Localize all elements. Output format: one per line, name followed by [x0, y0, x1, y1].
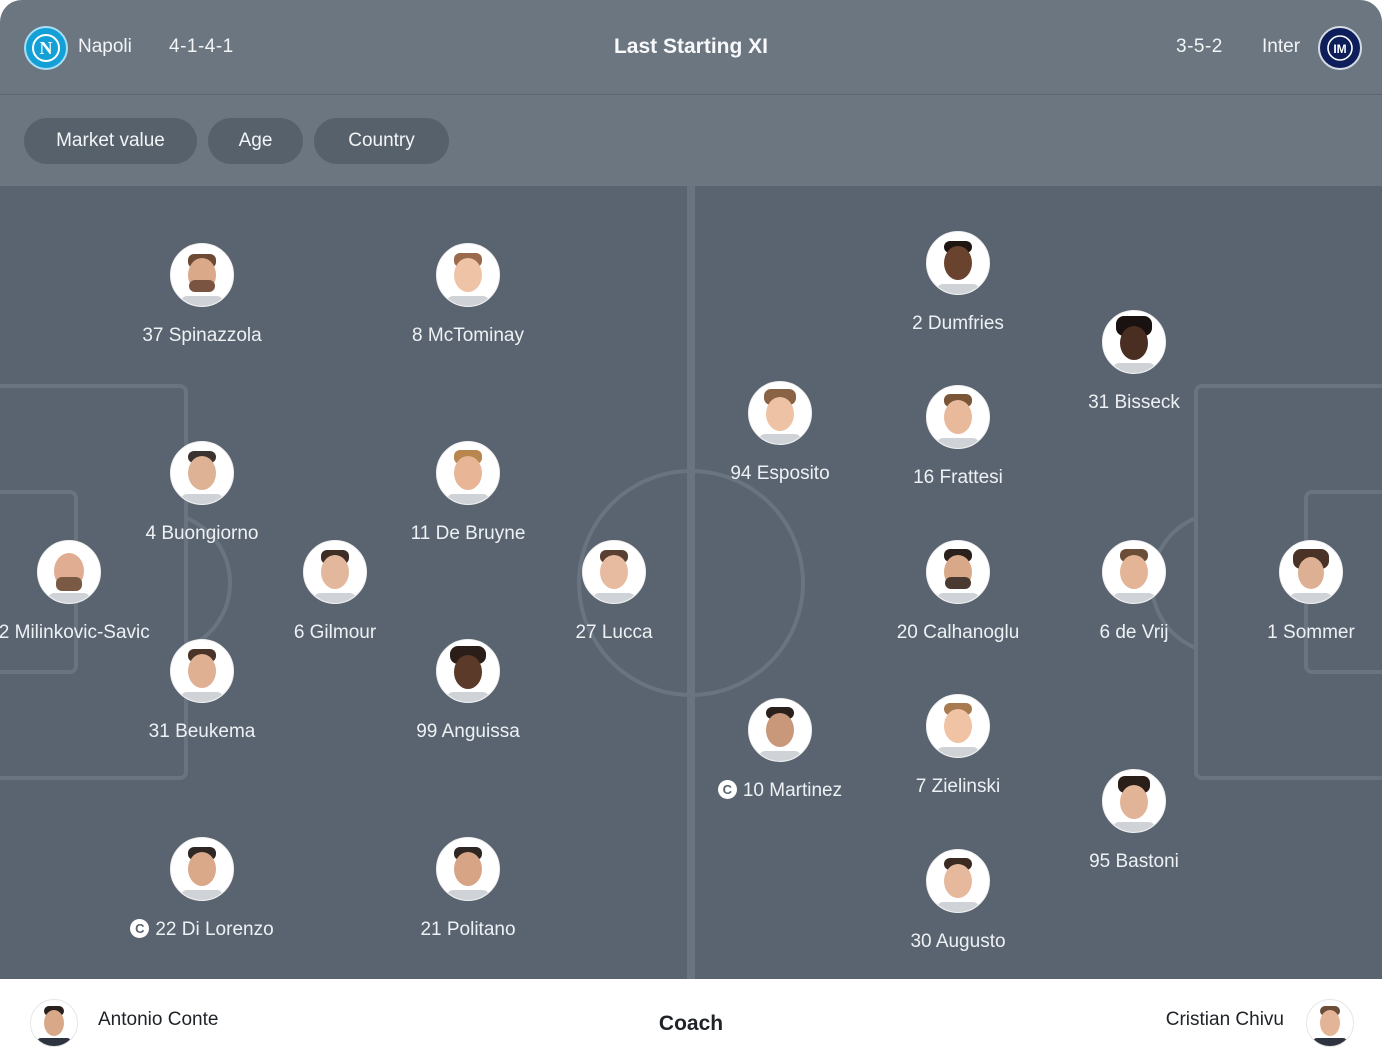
away-coach-avatar[interactable]	[1306, 999, 1354, 1047]
player-label: 4 Buongiorno	[145, 523, 259, 544]
svg-text:IM: IM	[1333, 42, 1346, 56]
player-photo	[582, 540, 646, 604]
captain-badge-icon: C	[130, 919, 150, 938]
player-spinazzola[interactable]: 37 Spinazzola	[117, 243, 287, 347]
pitch: 37 Spinazzola 8 McTominay 4 Buongiorno 1…	[0, 186, 1382, 979]
home-formation: 4-1-4-1	[169, 36, 234, 57]
player-label: 95 Bastoni	[1089, 851, 1179, 872]
player-esposito[interactable]: 94 Esposito	[695, 381, 865, 485]
player-label: 32 Milinkovic-Savic	[0, 622, 150, 643]
player-photo	[1102, 540, 1166, 604]
player-mctominay[interactable]: 8 McTominay	[383, 243, 553, 347]
player-label: 11 De Bruyne	[410, 523, 526, 544]
player-photo	[748, 698, 812, 762]
player-label: C 10 Martinez	[695, 779, 865, 802]
player-photo	[303, 540, 367, 604]
lineup-title: Last Starting XI	[613, 35, 769, 58]
away-coach-name[interactable]: Cristian Chivu	[1165, 1009, 1284, 1030]
home-coach-name[interactable]: Antonio Conte	[98, 1009, 219, 1030]
player-label-text: 22 Di Lorenzo	[155, 919, 274, 940]
player-label: 6 Gilmour	[293, 622, 377, 643]
player-di-lorenzo[interactable]: C 22 Di Lorenzo	[117, 837, 287, 941]
player-label: 20 Calhanoglu	[896, 622, 1020, 643]
player-photo	[1279, 540, 1343, 604]
player-photo	[170, 243, 234, 307]
player-label: 27 Lucca	[575, 622, 653, 643]
player-label: 1 Sommer	[1267, 622, 1355, 643]
player-martinez[interactable]: C 10 Martinez	[695, 698, 865, 802]
player-sommer[interactable]: 1 Sommer	[1226, 540, 1382, 644]
player-anguissa[interactable]: 99 Anguissa	[383, 639, 553, 743]
player-frattesi[interactable]: 16 Frattesi	[873, 385, 1043, 489]
player-label: 37 Spinazzola	[142, 325, 262, 346]
coach-bar: Antonio Conte Coach Cristian Chivu	[0, 979, 1382, 1064]
age-filter-button[interactable]: Age	[208, 118, 303, 164]
country-filter-button[interactable]: Country	[314, 118, 449, 164]
player-de-bruyne[interactable]: 11 De Bruyne	[383, 441, 553, 545]
player-bisseck[interactable]: 31 Bisseck	[1049, 310, 1219, 414]
home-coach-avatar[interactable]	[30, 999, 78, 1047]
player-label: 2 Dumfries	[912, 313, 1004, 334]
player-dumfries[interactable]: 2 Dumfries	[873, 231, 1043, 335]
player-politano[interactable]: 21 Politano	[383, 837, 553, 941]
player-photo	[926, 540, 990, 604]
coach-label: Coach	[658, 1012, 724, 1035]
lineup-header: N Napoli 4-1-4-1 Last Starting XI 3-5-2 …	[0, 0, 1382, 95]
player-label: C 22 Di Lorenzo	[117, 918, 287, 941]
player-photo	[170, 639, 234, 703]
player-label: 30 Augusto	[910, 931, 1006, 952]
inter-logo-icon[interactable]: IM	[1318, 26, 1362, 70]
player-photo	[1102, 310, 1166, 374]
player-lucca[interactable]: 27 Lucca	[529, 540, 699, 644]
captain-badge-icon: C	[717, 780, 737, 799]
player-milinkovic-savic[interactable]: 32 Milinkovic-Savic	[0, 540, 154, 644]
player-photo	[926, 385, 990, 449]
player-label: 6 de Vrij	[1099, 622, 1169, 643]
player-photo	[436, 837, 500, 901]
player-buongiorno[interactable]: 4 Buongiorno	[117, 441, 287, 545]
player-gilmour[interactable]: 6 Gilmour	[250, 540, 420, 644]
player-zielinski[interactable]: 7 Zielinski	[873, 694, 1043, 798]
player-photo	[436, 441, 500, 505]
away-formation: 3-5-2	[1176, 36, 1223, 57]
player-calhanoglu[interactable]: 20 Calhanoglu	[873, 540, 1043, 644]
player-label: 31 Beukema	[148, 721, 256, 742]
away-team-name[interactable]: Inter	[1262, 36, 1301, 57]
player-photo	[748, 381, 812, 445]
player-photo	[436, 243, 500, 307]
player-label: 7 Zielinski	[915, 776, 1001, 797]
player-photo	[170, 441, 234, 505]
player-photo	[926, 694, 990, 758]
player-bastoni[interactable]: 95 Bastoni	[1049, 769, 1219, 873]
player-label: 94 Esposito	[730, 463, 830, 484]
player-photo	[37, 540, 101, 604]
home-team-name[interactable]: Napoli	[78, 36, 132, 57]
player-label: 99 Anguissa	[416, 721, 520, 742]
player-photo	[436, 639, 500, 703]
player-label: 21 Politano	[420, 919, 516, 940]
player-photo	[926, 231, 990, 295]
player-label-text: 10 Martinez	[742, 780, 843, 801]
svg-text:N: N	[40, 38, 53, 58]
player-label: 16 Frattesi	[913, 467, 1003, 488]
player-label: 8 McTominay	[412, 325, 524, 346]
player-beukema[interactable]: 31 Beukema	[117, 639, 287, 743]
player-label: 31 Bisseck	[1088, 392, 1180, 413]
market-value-filter-button[interactable]: Market value	[24, 118, 197, 164]
player-photo	[926, 849, 990, 913]
player-photo	[170, 837, 234, 901]
player-de-vrij[interactable]: 6 de Vrij	[1049, 540, 1219, 644]
player-augusto[interactable]: 30 Augusto	[873, 849, 1043, 953]
player-photo	[1102, 769, 1166, 833]
napoli-logo-icon[interactable]: N	[24, 26, 68, 70]
